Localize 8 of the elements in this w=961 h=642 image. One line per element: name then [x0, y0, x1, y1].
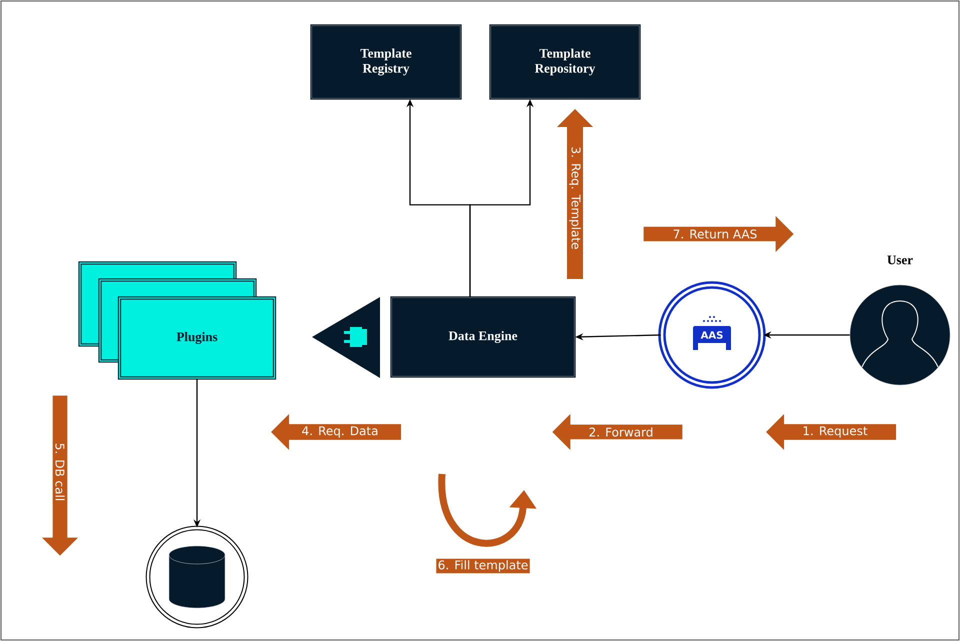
direction-label: 6. Fill template: [436, 558, 530, 574]
user-avatar: [850, 284, 950, 386]
process-box: Data Engine: [390, 296, 576, 378]
stacked-boxes: Plugins: [78, 261, 276, 380]
database-symbol: [146, 526, 248, 628]
user-label: User: [887, 256, 913, 264]
process-box: Template Repository: [489, 24, 641, 100]
process-box: Template Registry: [310, 24, 462, 100]
